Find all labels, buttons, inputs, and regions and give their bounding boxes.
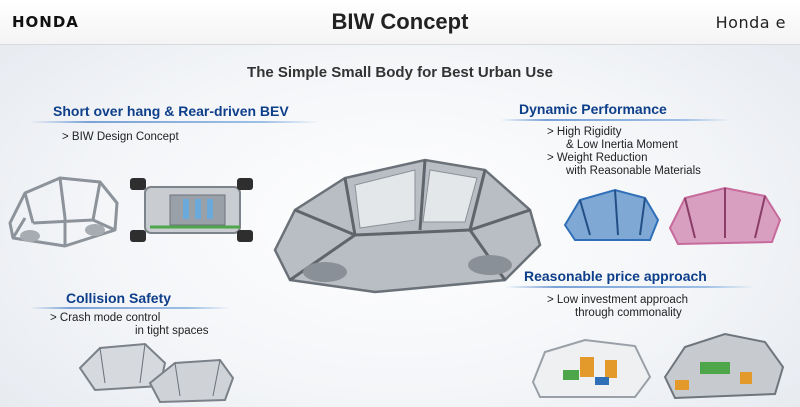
weight-reduction-bullet: > Weight Reduction bbox=[547, 152, 648, 164]
collision-divider bbox=[30, 307, 230, 309]
high-rigidity-continuation: & Low Inertia Moment bbox=[566, 139, 678, 151]
low-investment-continuation: through commonality bbox=[575, 307, 682, 319]
price-divider bbox=[505, 286, 755, 288]
high-rigidity-bullet: > High Rigidity bbox=[547, 126, 622, 138]
page-title: BIW Concept bbox=[331, 9, 469, 34]
low-investment-bullet: > Low investment approach bbox=[547, 294, 688, 306]
short-overhang-heading: Short over hang & Rear-driven BEV bbox=[53, 103, 289, 119]
short-overhang-divider bbox=[30, 121, 320, 123]
header-bar: HONDA BIW Concept Honda e bbox=[0, 0, 800, 45]
biw-design-bullet: > BIW Design Concept bbox=[62, 131, 179, 143]
central-biw-illustration bbox=[273, 158, 542, 294]
crash-mode-continuation: in tight spaces bbox=[135, 325, 209, 337]
reasonable-price-heading: Reasonable price approach bbox=[524, 268, 707, 284]
biw-side-frame-illustration bbox=[8, 176, 119, 248]
slide-subtitle: The Simple Small Body for Best Urban Use bbox=[247, 64, 553, 81]
crash-mode-bullet: > Crash mode control bbox=[50, 312, 161, 324]
underbody-chassis-illustration bbox=[130, 178, 253, 242]
rigidity-analysis-illustration bbox=[563, 186, 782, 246]
commonality-parts-illustration bbox=[531, 332, 785, 400]
honda-logo: HONDA bbox=[12, 13, 79, 31]
dynamic-divider bbox=[500, 119, 730, 121]
honda-e-logo: Honda e bbox=[715, 13, 786, 32]
collision-safety-heading: Collision Safety bbox=[66, 290, 172, 306]
weight-reduction-continuation: with Reasonable Materials bbox=[566, 165, 701, 177]
dynamic-performance-heading: Dynamic Performance bbox=[519, 101, 667, 117]
collision-test-illustration bbox=[78, 342, 235, 404]
